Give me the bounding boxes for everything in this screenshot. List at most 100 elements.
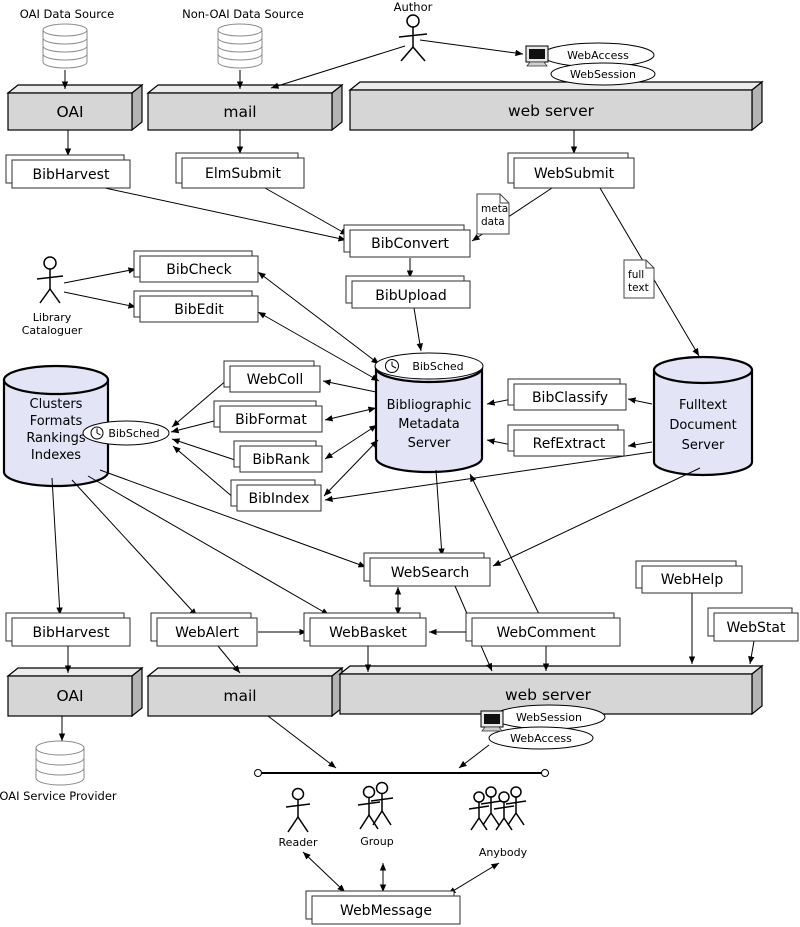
module-bibharvest-top: BibHarvest [5, 154, 131, 189]
module-elmsubmit: ElmSubmit [175, 152, 305, 189]
module-label: BibConvert [371, 236, 449, 252]
module-label: BibCheck [166, 262, 232, 278]
db-clusters-formats-rankings-indexes: Clusters Formats Rankings Indexes [2, 364, 110, 488]
websession-label: WebSession [570, 68, 636, 81]
non-oai-data-source-icon [217, 23, 263, 69]
clusters-label-line2: Formats [30, 414, 83, 429]
fulltext-note-line2: text [628, 282, 649, 294]
db-fulltext-document-server: Fulltext Document Server [652, 355, 754, 477]
anybody-label: Anybody [479, 846, 528, 859]
module-label: WebColl [247, 372, 304, 388]
fulltext-label-line2: Document [669, 418, 736, 433]
bms-label-line3: Server [408, 436, 451, 451]
oai-box-label: OAI [56, 103, 83, 121]
connectors [51, 39, 755, 895]
module-webhelp: WebHelp [635, 560, 743, 594]
group-actors-icon [357, 781, 394, 830]
module-webcomment: WebComment [465, 612, 621, 647]
web-server-box-bottom-label: web server [505, 686, 592, 704]
fulltext-note-line1: full [628, 269, 644, 281]
library-cataloguer-actor-icon [36, 256, 64, 304]
module-bibcheck: BibCheck [133, 250, 259, 283]
reader-actor-icon [285, 787, 311, 833]
clusters-label-line4: Indexes [31, 448, 81, 463]
module-label: BibEdit [174, 302, 224, 318]
bms-label-line1: Bibliographic [387, 398, 472, 413]
webaccess-label: WebAccess [567, 49, 629, 62]
module-label: WebAlert [175, 625, 239, 641]
module-label: WebMessage [340, 903, 432, 919]
non-oai-data-source-label: Non-OAI Data Source [182, 7, 304, 21]
module-label: WebBasket [329, 625, 407, 641]
module-label: BibIndex [249, 491, 310, 507]
module-bibconvert: BibConvert [343, 224, 471, 258]
clusters-label-line1: Clusters [30, 397, 83, 412]
library-cataloguer-label-line2: Cataloguer [22, 324, 83, 337]
module-bibindex: BibIndex [230, 479, 322, 512]
box3d-oai-bottom: OAI [6, 666, 144, 718]
module-label: WebSubmit [534, 166, 615, 182]
library-cataloguer-label-line1: Library [33, 311, 72, 324]
mail-box-label: mail [223, 103, 256, 121]
websession-label: WebSession [516, 711, 582, 724]
webaccess-label: WebAccess [510, 732, 572, 745]
web-server-box-label: web server [508, 102, 595, 120]
fulltext-note: full text [623, 259, 655, 299]
webaccess-websession-top: WebAccess WebSession [541, 42, 656, 86]
bibsched-scheduler-clusters: BibSched [82, 420, 170, 446]
module-label: BibFormat [235, 412, 307, 428]
module-webcoll: WebColl [223, 360, 321, 393]
module-label: ElmSubmit [205, 166, 282, 182]
metadata-note-line1: meta [481, 203, 508, 215]
module-bibformat: BibFormat [213, 400, 323, 433]
module-label: BibHarvest [33, 167, 110, 183]
metadata-note-line2: data [481, 216, 505, 228]
module-label: WebSearch [391, 565, 470, 581]
group-label: Group [360, 835, 394, 848]
oai-data-source-label: OAI Data Source [20, 7, 114, 21]
oai-data-source-icon [42, 23, 88, 69]
module-webalert: WebAlert [150, 612, 258, 647]
module-webstat: WebStat [707, 607, 799, 642]
clusters-label-line3: Rankings [26, 431, 86, 446]
module-label: BibHarvest [33, 625, 110, 641]
fulltext-label-line1: Fulltext [679, 398, 727, 413]
reader-label: Reader [279, 836, 318, 849]
websession-webaccess-bottom: WebSession WebAccess [488, 704, 606, 750]
mail-box-bottom-label: mail [223, 687, 256, 705]
clock-icon [385, 359, 399, 373]
module-refextract: RefExtract [507, 424, 625, 457]
module-websubmit: WebSubmit [507, 152, 635, 189]
module-label: WebHelp [661, 572, 724, 588]
box3d-mail-bottom: mail [146, 666, 344, 718]
module-label: BibUpload [375, 288, 446, 304]
module-bibharvest-bottom: BibHarvest [5, 612, 131, 647]
author-label: Author [394, 0, 433, 14]
computer-icon-bottom [480, 710, 504, 732]
bibsched-label: BibSched [108, 427, 159, 440]
author-actor-icon [398, 14, 428, 62]
module-label: BibRank [252, 452, 310, 468]
module-label: BibClassify [532, 390, 608, 406]
module-label: WebStat [727, 620, 786, 636]
module-label: WebComment [496, 625, 596, 641]
module-bibclassify: BibClassify [507, 378, 627, 411]
module-bibedit: BibEdit [133, 290, 259, 323]
module-label: RefExtract [533, 436, 606, 452]
module-bibrank: BibRank [233, 440, 323, 473]
fulltext-label-line3: Server [682, 438, 725, 453]
clock-icon [90, 426, 104, 440]
module-webbasket: WebBasket [303, 612, 427, 647]
bibsched-scheduler-metadata: BibSched [374, 352, 484, 380]
box3d-web-server-top: web server [348, 80, 764, 132]
oai-service-provider-label: OAI Service Provider [0, 789, 117, 803]
bms-label-line2: Metadata [398, 417, 460, 432]
module-bibupload: BibUpload [345, 275, 471, 309]
bibsched-label: BibSched [412, 360, 463, 373]
box3d-mail-top: mail [146, 83, 344, 132]
module-webmessage: WebMessage [305, 890, 461, 925]
oai-service-provider-icon [35, 740, 85, 786]
metadata-note: meta data [476, 193, 510, 235]
